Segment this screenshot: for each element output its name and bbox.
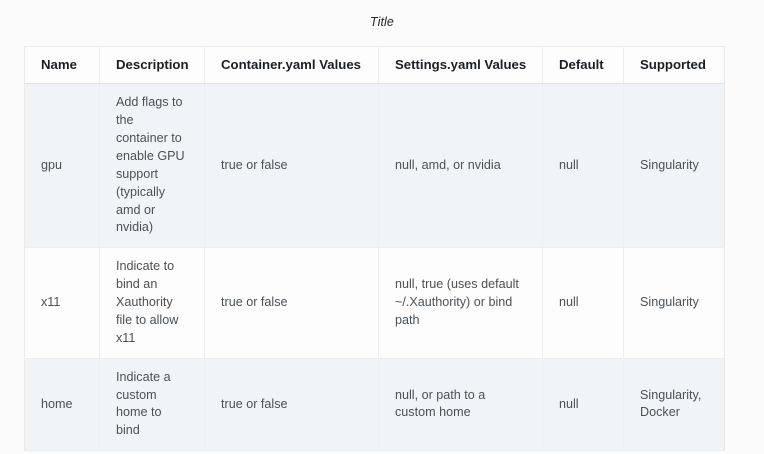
column-header-default: Default [542, 45, 624, 85]
cell-default: null [542, 358, 624, 452]
column-header-supported: Supported [623, 45, 725, 85]
cell-name: gpu [24, 83, 100, 249]
cell-container-yaml-values: true or false [204, 358, 379, 452]
cell-description: Indicate to bind an Xauthority file to a… [99, 247, 205, 359]
cell-description: Indicate a custom home to bind [99, 358, 205, 452]
cell-default: null [542, 247, 624, 359]
table-body: gpu Add flags to the container to enable… [24, 83, 725, 452]
cell-name: x11 [24, 247, 100, 359]
cell-settings-yaml-values: null, true (uses default ~/.Xauthority) … [378, 247, 543, 359]
options-table: Name Description Container.yaml Values S… [24, 45, 725, 452]
cell-name: home [24, 358, 100, 452]
table-caption: Title [369, 15, 394, 29]
cell-settings-yaml-values: null, amd, or nvidia [378, 83, 543, 249]
cell-container-yaml-values: true or false [204, 247, 379, 359]
cell-default: null [542, 83, 624, 249]
table-row: home Indicate a custom home to bind true… [24, 358, 725, 452]
table-row: x11 Indicate to bind an Xauthority file … [24, 247, 725, 359]
cell-description: Add flags to the container to enable GPU… [99, 83, 205, 249]
cell-container-yaml-values: true or false [204, 83, 379, 249]
cell-settings-yaml-values: null, or path to a custom home [378, 358, 543, 452]
column-header-description: Description [99, 45, 205, 85]
column-header-container-yaml-values: Container.yaml Values [204, 45, 379, 85]
cell-supported: Singularity [623, 83, 725, 249]
table-wrapper: Name Description Container.yaml Values S… [24, 45, 725, 452]
column-header-settings-yaml-values: Settings.yaml Values [378, 45, 543, 85]
table-header: Name Description Container.yaml Values S… [24, 45, 725, 85]
cell-supported: Singularity, Docker [623, 358, 725, 452]
table-row: gpu Add flags to the container to enable… [24, 83, 725, 249]
column-header-name: Name [24, 45, 100, 85]
cell-supported: Singularity [623, 247, 725, 359]
table-header-row: Name Description Container.yaml Values S… [24, 45, 725, 85]
